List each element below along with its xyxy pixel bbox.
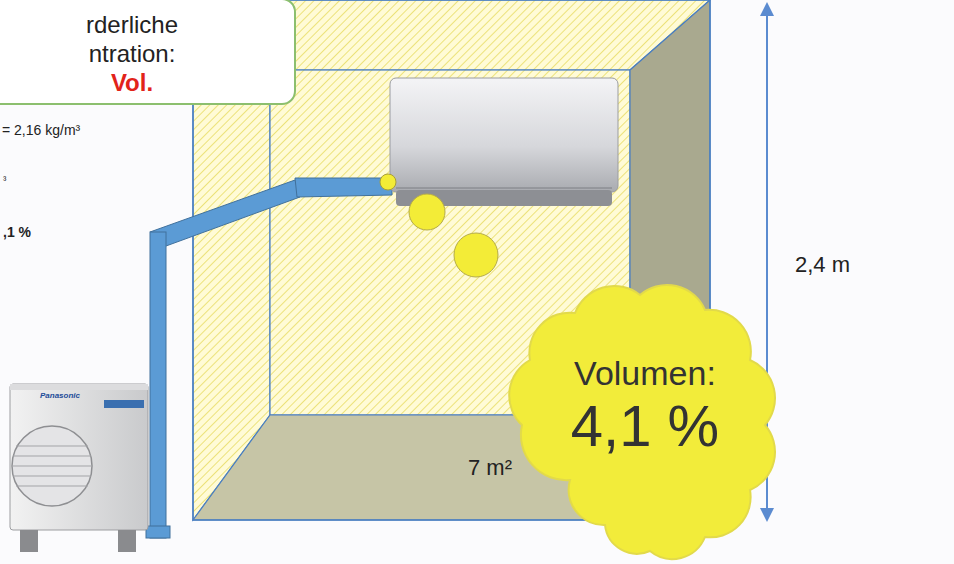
floor-area: 7 m²	[468, 455, 512, 481]
volume-heading: Volumen:	[520, 353, 770, 393]
percent-fragment: ,1 %	[3, 224, 31, 240]
brand-name: Panasonic	[40, 391, 80, 400]
superscript-fragment: ³	[3, 174, 6, 185]
height-dimension: 2,4 m	[795, 252, 850, 278]
volume-cloud: Volumen:4,1 %	[500, 275, 780, 564]
concentration-heading: rderliche ntration:	[42, 10, 222, 68]
concentration-unit: Vol.	[42, 68, 222, 97]
volume-value: 4,1 %	[520, 393, 770, 459]
concentration-box: rderliche ntration:Vol.	[0, 0, 296, 105]
density-value: = 2,16 kg/m³	[2, 122, 80, 138]
